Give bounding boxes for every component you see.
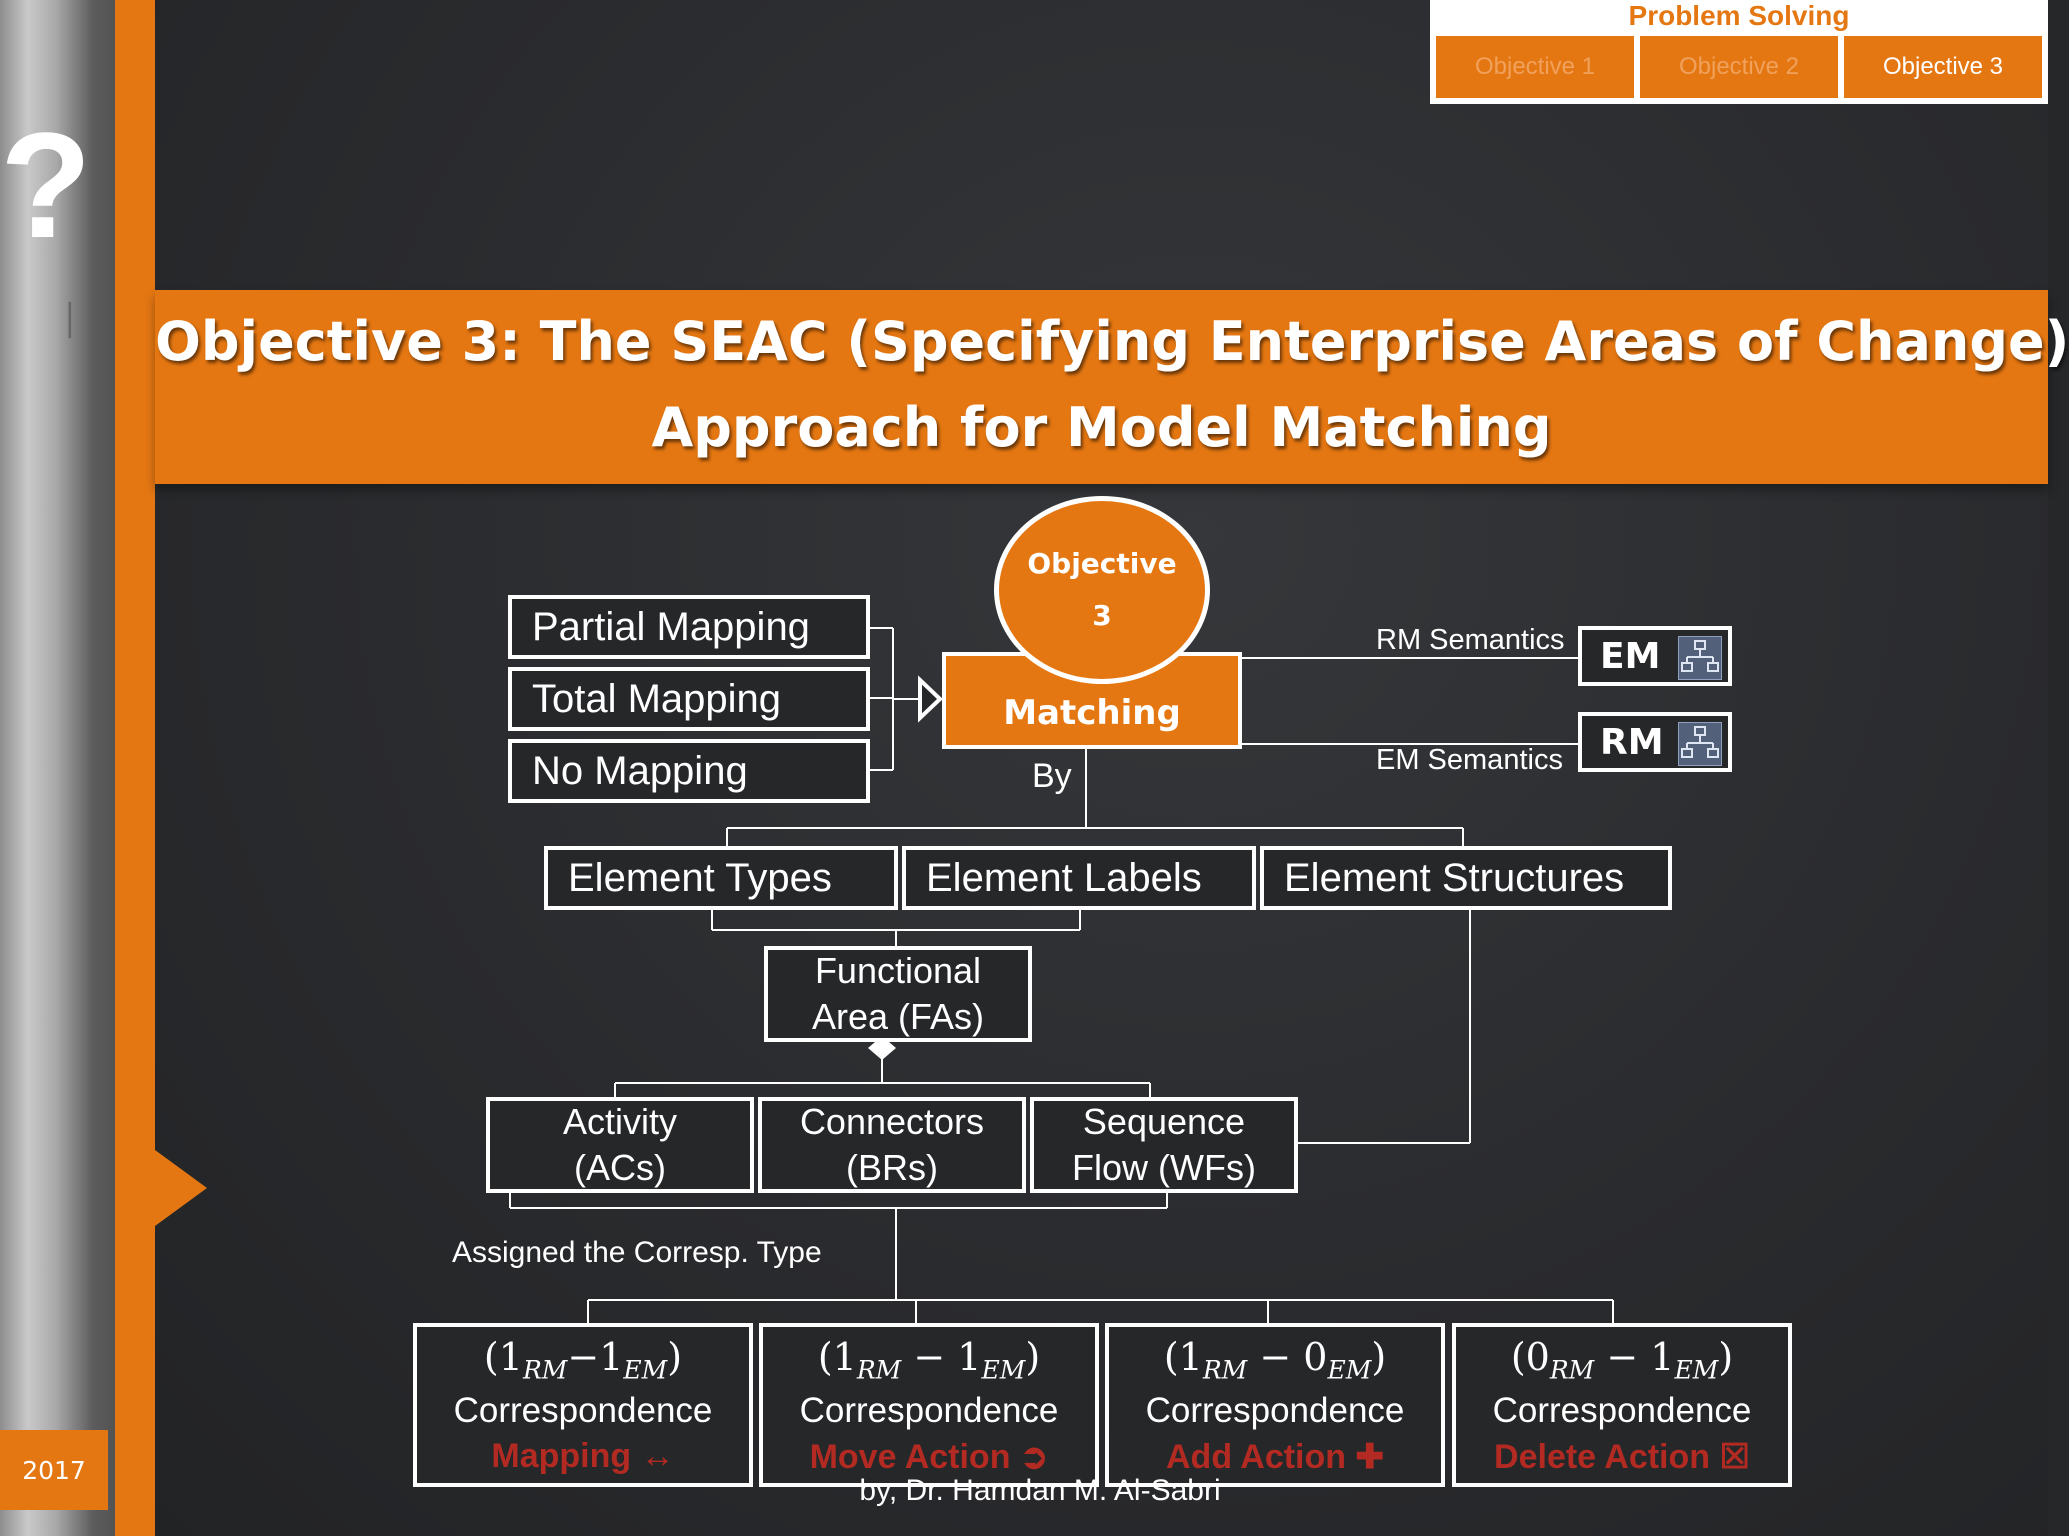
- move-action: Move Action ➲: [809, 1437, 1049, 1476]
- assigned-label: Assigned the Corresp. Type: [452, 1236, 822, 1269]
- element-sequence-line-2: Flow (WFs): [1072, 1147, 1256, 1188]
- element-sequence-line-1: Sequence: [1082, 1101, 1246, 1142]
- correspondence-1-1: (1RM−1EM) Correspondence Mapping ↔: [413, 1323, 753, 1487]
- element-sequence-flow: Sequence Flow (WFs): [1030, 1097, 1298, 1193]
- rm-model-label: RM: [1600, 721, 1664, 763]
- correspondence-label: Correspondence: [1492, 1390, 1752, 1430]
- element-activity: Activity (ACs): [486, 1097, 754, 1193]
- correspondence-formula: (0RM − 1EM): [1510, 1335, 1734, 1385]
- org-chart-icon: [1678, 722, 1722, 766]
- slide-title-line-2: Approach for Model Matching: [651, 396, 1552, 459]
- objective-circle: Objective 3: [994, 496, 1210, 684]
- mapping-type-total: Total Mapping: [508, 667, 870, 731]
- rm-model-box: RM: [1578, 712, 1732, 772]
- side-arrow-icon: [155, 1150, 207, 1226]
- objective-number: 3: [1092, 599, 1112, 632]
- org-chart-icon: [1678, 636, 1722, 680]
- section-nav: Problem Solving Objective 1 Objective 2 …: [1430, 0, 2048, 104]
- side-accent-bar: [115, 0, 155, 1536]
- tab-objective-2[interactable]: Objective 2: [1640, 36, 1838, 98]
- em-model-box: EM: [1578, 626, 1732, 686]
- correspondence-formula: (1RM − 1EM): [817, 1335, 1041, 1385]
- title-banner: Objective 3: The SEAC (Specifying Enterp…: [155, 290, 2069, 484]
- mapping-type-partial: Partial Mapping: [508, 595, 870, 659]
- em-semantics-label: EM Semantics: [1376, 744, 1563, 776]
- correspondence-formula: (1RM − 0EM): [1163, 1335, 1387, 1385]
- functional-area-line-1: Functional: [814, 950, 982, 991]
- year-badge: 2017: [0, 1430, 108, 1510]
- rm-semantics-label: RM Semantics: [1376, 624, 1565, 656]
- correspondence-move: (1RM − 1EM) Correspondence Move Action ➲: [759, 1323, 1099, 1487]
- aspect-element-structures: Element Structures: [1260, 846, 1672, 910]
- mapping-action: Mapping ↔: [491, 1436, 675, 1475]
- correspondence-formula: (1RM−1EM): [483, 1335, 683, 1385]
- add-action: Add Action ✚: [1166, 1437, 1384, 1476]
- element-connectors-line-1: Connectors: [799, 1101, 985, 1142]
- correspondence-label: Correspondence: [453, 1390, 713, 1430]
- em-model-label: EM: [1600, 635, 1661, 677]
- element-activity-line-1: Activity: [562, 1101, 677, 1142]
- tab-objective-1[interactable]: Objective 1: [1436, 36, 1634, 98]
- correspondence-label: Correspondence: [1145, 1390, 1405, 1430]
- mapping-type-none: No Mapping: [508, 739, 870, 803]
- correspondence-delete: (0RM − 1EM) Correspondence Delete Action…: [1452, 1323, 1792, 1487]
- slide-title-line-1: Objective 3: The SEAC (Specifying Enterp…: [155, 310, 2069, 373]
- objective-label: Objective: [1027, 547, 1177, 580]
- delete-action: Delete Action ☒: [1494, 1437, 1750, 1476]
- aspect-element-types: Element Types: [544, 846, 898, 910]
- correspondence-add: (1RM − 0EM) Correspondence Add Action ✚: [1105, 1323, 1445, 1487]
- element-connectors: Connectors (BRs): [758, 1097, 1026, 1193]
- nav-title: Problem Solving: [1628, 0, 1850, 31]
- functional-area-box: Functional Area (FAs): [764, 946, 1032, 1042]
- tab-objective-3[interactable]: Objective 3: [1844, 36, 2042, 98]
- slide-background: [155, 0, 2048, 1536]
- by-label: By: [1032, 757, 1072, 795]
- correspondence-label: Correspondence: [799, 1390, 1059, 1430]
- element-connectors-line-2: (BRs): [846, 1147, 938, 1188]
- author-footer: by, Dr. Hamdan M. Al-Sabri: [859, 1474, 1221, 1507]
- functional-area-line-2: Area (FAs): [811, 996, 985, 1037]
- element-activity-line-2: (ACs): [574, 1147, 666, 1188]
- aspect-element-labels: Element Labels: [902, 846, 1256, 910]
